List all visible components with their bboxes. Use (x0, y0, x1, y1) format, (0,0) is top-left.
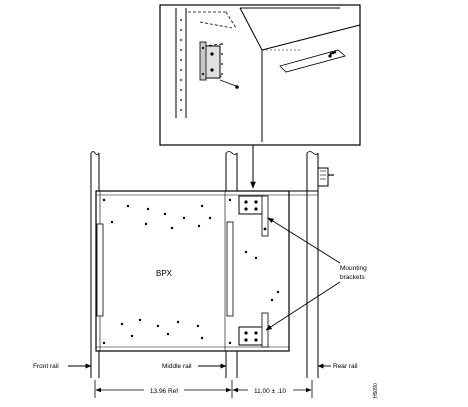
inset-chassis-corner (239, 7, 361, 142)
bpx-chassis (95, 167, 334, 352)
mounting-bracket-bottom (238, 312, 269, 348)
inset-bracket (199, 41, 221, 81)
front-rail-label: Front rail (33, 363, 59, 370)
inset-left-rail (175, 8, 187, 118)
dimension-left-label: 13.96 Ref (150, 388, 178, 395)
figure-code-label: H5090 (373, 383, 379, 398)
inset-screw (219, 79, 237, 87)
inset-rail-holes (180, 19, 223, 111)
dimension-lines (94, 380, 313, 398)
dimension-right-label: 11.00 ± .10 (254, 388, 286, 395)
rear-rail-shape (306, 151, 319, 378)
detail-inset (159, 4, 361, 146)
bpx-label: BPX (156, 269, 173, 278)
bracket-leader-top (267, 217, 341, 264)
mounting-brackets-label-line1: Mounting (340, 265, 367, 272)
rear-rail-label: Rear rail (333, 363, 358, 370)
inset-rail-perspective (188, 11, 237, 79)
mounting-bracket-top (238, 195, 269, 237)
chassis-screws (102, 198, 280, 345)
bracket-leader-bottom (265, 281, 341, 331)
middle-rail-label: Middle rail (162, 363, 192, 370)
mounting-brackets-label-line2: brackets (340, 274, 365, 281)
